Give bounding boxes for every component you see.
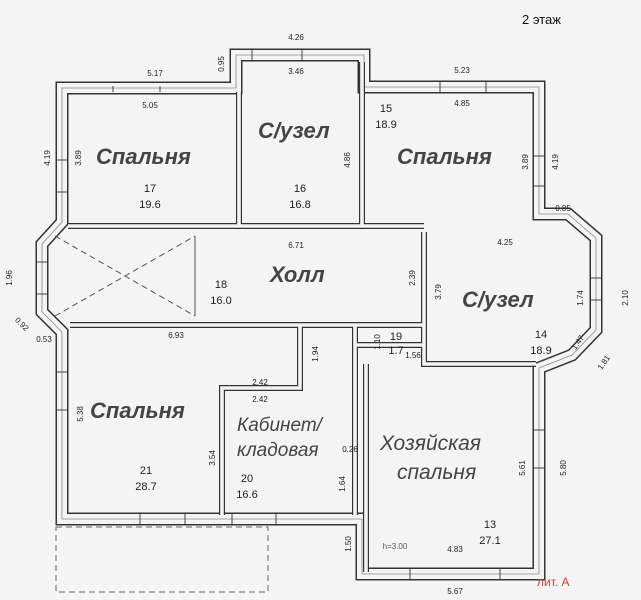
- dimension-label: 5.05: [142, 101, 158, 110]
- room-area: 18.9: [530, 345, 551, 357]
- room-area: 16.0: [210, 295, 231, 307]
- room-name: спальня: [397, 461, 476, 484]
- room-16: С/узел 16 16.8: [258, 118, 330, 211]
- dimension-label: 0.53: [36, 335, 52, 344]
- windows: [37, 50, 601, 579]
- room-name: Спальня: [96, 144, 191, 169]
- dimension-label: 1.96: [5, 270, 14, 286]
- room-area: 19.6: [139, 199, 160, 211]
- floor-label: 2 этаж: [522, 12, 561, 27]
- room-area: 28.7: [135, 481, 156, 493]
- room-number: 13: [484, 519, 496, 531]
- room-number: 14: [535, 329, 547, 341]
- room-19: 19 1.7: [388, 331, 403, 357]
- room-number: 20: [241, 473, 253, 485]
- dimension-label: 4.25: [497, 238, 513, 247]
- room-area: 16.6: [236, 489, 257, 501]
- room-number: 16: [294, 183, 306, 195]
- dimension-label: 4.85: [454, 99, 470, 108]
- room-number: 15: [380, 103, 392, 115]
- dimension-label: 3.89: [521, 154, 530, 170]
- room-18: Холл 18 16.0: [210, 262, 325, 307]
- dimension-label: 6.93: [168, 331, 184, 340]
- room-13: Хозяйская спальня 13 27.1: [379, 432, 501, 547]
- dimension-label: 3.46: [288, 67, 304, 76]
- dimension-label: 5.67: [447, 587, 463, 596]
- dimension-label: 5.17: [147, 69, 163, 78]
- dimension-label: 4.19: [551, 154, 560, 170]
- dimension-label: 0.26: [342, 445, 358, 454]
- dimension-label: 5.23: [454, 66, 470, 75]
- room-name: Холл: [268, 262, 325, 287]
- dimension-label: 3.89: [74, 150, 83, 166]
- dimension-label: 1.74: [576, 290, 585, 306]
- dimension-label: 3.54: [208, 450, 217, 466]
- stair-opening: [54, 235, 196, 317]
- room-name: Спальня: [90, 398, 185, 423]
- room-name: С/узел: [258, 118, 330, 143]
- dimension-label: 4.19: [43, 150, 52, 166]
- room-area: 27.1: [479, 535, 500, 547]
- room-name: С/узел: [462, 287, 534, 312]
- room-number: 19: [390, 331, 402, 343]
- dimension-label: 1.10: [373, 334, 382, 350]
- dimension-label: 4.26: [288, 33, 304, 42]
- balcony: [55, 526, 269, 593]
- dimension-label: 5.80: [559, 460, 568, 476]
- dimension-label: 1.94: [311, 346, 320, 362]
- room-15: Спальня 15 18.9: [375, 103, 492, 169]
- room-area: 16.8: [289, 199, 310, 211]
- dimension-labels: 4.26 3.46 0.95 5.17 5.05 4.19 3.89 4.86 …: [5, 33, 630, 596]
- dimension-label: 0.92: [13, 316, 31, 334]
- height-label: h=3.00: [383, 542, 408, 551]
- dimension-label: 4.83: [447, 545, 463, 554]
- inner-walls: [68, 62, 536, 572]
- dimension-label: 1.81: [596, 353, 613, 371]
- room-name: Спальня: [397, 144, 492, 169]
- dimension-label: 0.85: [555, 204, 571, 213]
- room-20: Кабинет/ кладовая 20 16.6: [236, 415, 323, 501]
- dimension-label: 2.42: [252, 395, 268, 404]
- dimension-label: 1.50: [344, 536, 353, 552]
- room-number: 18: [215, 279, 227, 291]
- dimension-label: 4.86: [343, 152, 352, 168]
- room-area: 18.9: [375, 119, 396, 131]
- lit-label: лит. А: [537, 575, 570, 589]
- dimension-label: 6.71: [288, 241, 304, 250]
- dimension-label: 0.95: [217, 56, 226, 72]
- dimension-label: 2.39: [408, 270, 417, 286]
- room-name: Хозяйская: [379, 432, 481, 455]
- room-name: Кабинет/: [237, 415, 324, 436]
- dimension-label: 2.10: [621, 290, 630, 306]
- dimension-label: 5.38: [76, 406, 85, 422]
- outer-walls: [35, 48, 603, 581]
- room-area: 1.7: [388, 345, 403, 357]
- dimension-label: 1.64: [338, 476, 347, 492]
- dimension-label: 3.79: [434, 284, 443, 300]
- dimension-label: 1.56: [405, 351, 421, 360]
- dimension-label: 2.42: [252, 378, 268, 387]
- room-number: 17: [144, 183, 156, 195]
- room-21: Спальня 21 28.7: [90, 398, 185, 493]
- room-number: 21: [140, 465, 152, 477]
- dimension-label: 5.61: [518, 460, 527, 476]
- room-17: Спальня 17 19.6: [96, 144, 191, 211]
- room-14: С/узел 14 18.9: [462, 287, 552, 357]
- room-name: кладовая: [237, 440, 319, 461]
